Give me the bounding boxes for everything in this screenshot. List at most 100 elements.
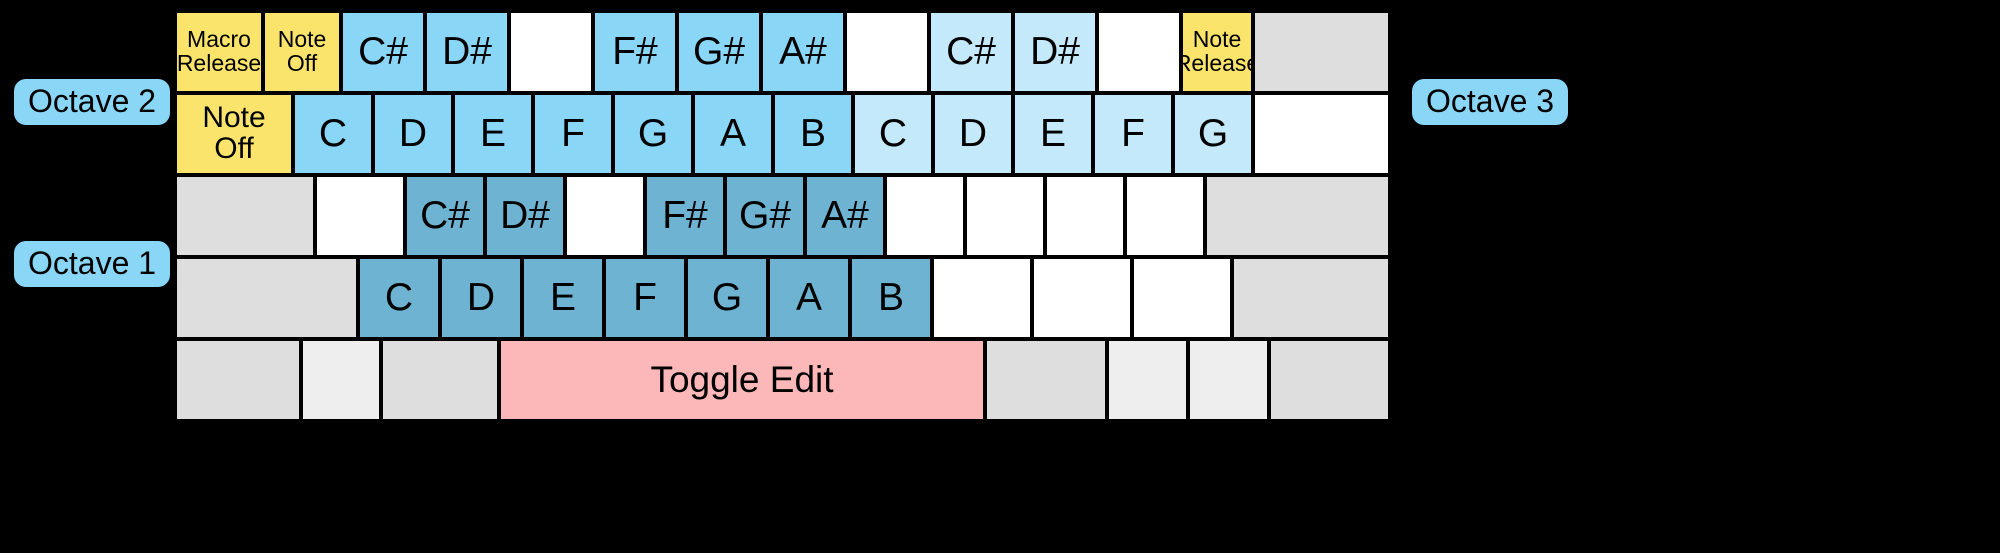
key-c[interactable]: C bbox=[293, 93, 373, 175]
key-toggle-edit[interactable]: Toggle Edit bbox=[499, 339, 985, 421]
key-a-sharp[interactable]: A# bbox=[761, 11, 845, 93]
key-label: Note Off bbox=[202, 101, 266, 165]
key-blank bbox=[1045, 175, 1125, 257]
key-label: A# bbox=[821, 193, 869, 237]
key-d[interactable]: D bbox=[440, 257, 522, 339]
key-blank bbox=[845, 11, 929, 93]
key-blank bbox=[1132, 257, 1232, 339]
key-c[interactable]: C bbox=[358, 257, 440, 339]
key-e[interactable]: E bbox=[453, 93, 533, 175]
key-g-sharp[interactable]: G# bbox=[677, 11, 761, 93]
octave-label-left-upper: Octave 2 bbox=[14, 79, 171, 125]
key-label: A# bbox=[779, 29, 827, 73]
key-b[interactable]: B bbox=[773, 93, 853, 175]
key-g[interactable]: G bbox=[686, 257, 768, 339]
key-blank bbox=[985, 339, 1107, 421]
key-label: E bbox=[479, 111, 506, 155]
key-a[interactable]: A bbox=[693, 93, 773, 175]
key-d[interactable]: D bbox=[373, 93, 453, 175]
row-sharps-lower: C# D# F# G# A# bbox=[175, 175, 1390, 257]
key-c-sharp[interactable]: C# bbox=[929, 11, 1013, 93]
key-label: G# bbox=[692, 29, 746, 73]
key-label: D bbox=[958, 111, 988, 155]
key-f[interactable]: F bbox=[604, 257, 686, 339]
key-g[interactable]: G bbox=[1173, 93, 1253, 175]
octave-label-right-upper: Octave 3 bbox=[1412, 79, 1569, 125]
key-blank bbox=[932, 257, 1032, 339]
key-d-sharp[interactable]: D# bbox=[1013, 11, 1097, 93]
key-blank bbox=[1253, 93, 1390, 175]
octave-label-left-lower: Octave 1 bbox=[14, 241, 171, 287]
key-e[interactable]: E bbox=[1013, 93, 1093, 175]
key-label: G bbox=[1197, 111, 1229, 155]
key-label: A bbox=[719, 111, 746, 155]
key-blank bbox=[885, 175, 965, 257]
key-blank bbox=[315, 175, 405, 257]
key-label: F# bbox=[612, 29, 658, 73]
key-blank bbox=[965, 175, 1045, 257]
key-g[interactable]: G bbox=[613, 93, 693, 175]
key-label: Note Off bbox=[277, 26, 327, 76]
key-a-sharp[interactable]: A# bbox=[805, 175, 885, 257]
key-d-sharp[interactable]: D# bbox=[425, 11, 509, 93]
key-label: D bbox=[466, 275, 496, 319]
key-blank bbox=[175, 339, 301, 421]
key-blank bbox=[1269, 339, 1390, 421]
key-f[interactable]: F bbox=[1093, 93, 1173, 175]
key-label: A bbox=[795, 275, 822, 319]
key-label: E bbox=[549, 275, 576, 319]
key-blank bbox=[301, 339, 381, 421]
key-c-sharp[interactable]: C# bbox=[405, 175, 485, 257]
key-blank bbox=[175, 257, 358, 339]
key-f-sharp[interactable]: F# bbox=[645, 175, 725, 257]
key-label: C# bbox=[358, 29, 408, 73]
key-label: F bbox=[1121, 111, 1145, 155]
key-blank bbox=[565, 175, 645, 257]
key-d-sharp[interactable]: D# bbox=[485, 175, 565, 257]
key-blank bbox=[509, 11, 593, 93]
key-blank bbox=[1125, 175, 1205, 257]
key-blank bbox=[1097, 11, 1181, 93]
key-blank bbox=[1107, 339, 1188, 421]
key-label: C# bbox=[420, 193, 470, 237]
key-g-sharp[interactable]: G# bbox=[725, 175, 805, 257]
key-blank bbox=[1253, 11, 1390, 93]
key-label: C# bbox=[946, 29, 996, 73]
row-sharps-upper: Macro Release Note Off C# D# F# G# A# C# D# Note … bbox=[175, 11, 1390, 93]
key-macro-release[interactable]: Macro Release bbox=[175, 11, 263, 93]
key-c-sharp[interactable]: C# bbox=[341, 11, 425, 93]
key-e[interactable]: E bbox=[522, 257, 604, 339]
key-label: D# bbox=[1030, 29, 1080, 73]
key-blank bbox=[175, 175, 315, 257]
key-label: G# bbox=[738, 193, 792, 237]
key-label: C bbox=[384, 275, 414, 319]
key-b[interactable]: B bbox=[850, 257, 932, 339]
key-label: C bbox=[318, 111, 348, 155]
key-label: Macro Release bbox=[176, 26, 262, 76]
key-label: G bbox=[637, 111, 669, 155]
key-label: F bbox=[633, 275, 657, 319]
row-modifiers: Toggle Edit bbox=[175, 339, 1390, 421]
key-label: D# bbox=[500, 193, 550, 237]
key-note-release[interactable]: Note Release bbox=[1181, 11, 1253, 93]
key-label: D bbox=[398, 111, 428, 155]
key-blank bbox=[1232, 257, 1390, 339]
key-label: D# bbox=[442, 29, 492, 73]
key-d[interactable]: D bbox=[933, 93, 1013, 175]
key-label: G bbox=[711, 275, 743, 319]
key-label: C bbox=[878, 111, 908, 155]
key-note-off[interactable]: Note Off bbox=[263, 11, 341, 93]
key-blank bbox=[381, 339, 499, 421]
key-blank bbox=[1032, 257, 1132, 339]
key-f-sharp[interactable]: F# bbox=[593, 11, 677, 93]
key-label: Toggle Edit bbox=[650, 358, 834, 400]
key-label: Note Release bbox=[1183, 26, 1251, 76]
key-label: B bbox=[799, 111, 826, 155]
key-blank bbox=[1188, 339, 1269, 421]
key-note-off[interactable]: Note Off bbox=[175, 93, 293, 175]
key-c[interactable]: C bbox=[853, 93, 933, 175]
key-blank bbox=[1205, 175, 1390, 257]
key-f[interactable]: F bbox=[533, 93, 613, 175]
key-a[interactable]: A bbox=[768, 257, 850, 339]
